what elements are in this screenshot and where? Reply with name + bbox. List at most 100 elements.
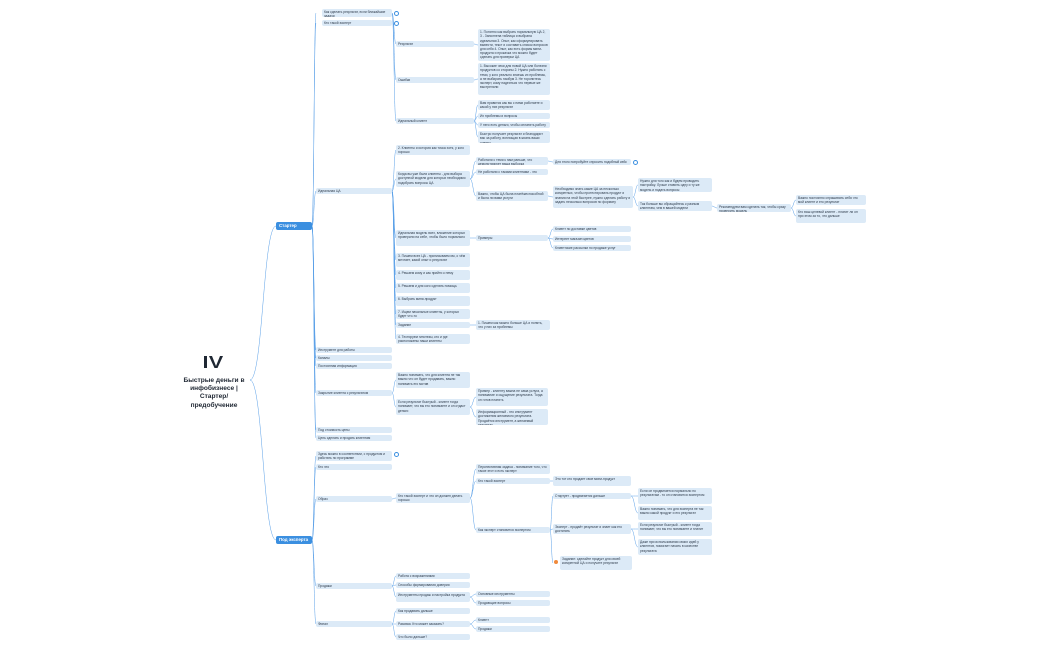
- node-recommend[interactable]: Рекомендуем вам сделать так, чтобы сразу…: [717, 204, 791, 212]
- node-other-2[interactable]: Каналы: [316, 355, 392, 361]
- node-ca-n4[interactable]: Идеальная модель всех, вложение которых …: [396, 230, 470, 246]
- node-necessary[interactable]: Необходимо знать какие ЦА за несколько к…: [553, 186, 633, 208]
- root-node[interactable]: Быстрые деньги в инфобизнесе | Стартер/ …: [178, 355, 250, 410]
- node-ideal-item-4[interactable]: Быстро получает результат и благодарит в…: [478, 131, 550, 143]
- node-errors-label[interactable]: Ошибки: [396, 77, 474, 83]
- connector: [469, 396, 477, 408]
- main-node-starter[interactable]: Стартер: [276, 222, 312, 230]
- expand-icon[interactable]: [633, 159, 638, 165]
- node-step-4[interactable]: 6. Выбрать мини-продукт: [396, 296, 470, 306]
- connector: [469, 480, 477, 499]
- expand-icon[interactable]: [394, 451, 399, 457]
- node-far-2[interactable]: Кто ваш целевой клиент - платит ли он пр…: [796, 209, 866, 223]
- node-worked-result[interactable]: Для этого попробуйте спросить подобный к…: [553, 159, 631, 165]
- connector: [630, 528, 639, 548]
- node-whois-text[interactable]: Это тот кто продает свое мини-продукт: [553, 476, 631, 486]
- node-final-2[interactable]: Разовая. Кто может заказать?: [396, 621, 470, 627]
- node-whois-label[interactable]: Кто такой эксперт: [476, 478, 550, 484]
- node-not-worked[interactable]: Не работали с такими клиентами - что неп…: [476, 169, 548, 175]
- node-example-2[interactable]: Интернет магазин цветов: [553, 236, 631, 242]
- node-final-label[interactable]: Финал: [316, 621, 392, 627]
- node-sales-2[interactable]: Способы формирования доверия: [396, 582, 470, 588]
- node-step-3[interactable]: 5. Решаем и для кого сделать помощь: [396, 283, 470, 293]
- node-who-label[interactable]: Кто такой эксперт и что он должен делать…: [396, 493, 470, 503]
- node-bottom-2[interactable]: Цель сделать и продать клиентам: [316, 435, 392, 441]
- node-result-label[interactable]: Результат: [396, 41, 474, 47]
- connector: [469, 160, 477, 180]
- node-sample-label[interactable]: Образ: [316, 496, 392, 502]
- node-must-know[interactable]: Нужно для того как и будем проводить нас…: [638, 178, 712, 192]
- node-step-2[interactable]: 4. Решаем кому и как прийти к нему: [396, 270, 470, 280]
- node-sales-1[interactable]: Работа с возражениями: [396, 573, 470, 579]
- node-ca-n2[interactable]: 2. Клиенты и история как точка хотя, у к…: [396, 145, 470, 155]
- node-sales-sub-2[interactable]: Продающие вопросы: [476, 600, 550, 606]
- node-final-sub-1[interactable]: Клиент: [476, 617, 550, 623]
- connector: [391, 190, 397, 340]
- node-ideal-item-2[interactable]: Их проблемы и вопросы: [478, 113, 550, 119]
- node-expert-side2[interactable]: Кто это: [316, 464, 392, 470]
- node-step-1[interactable]: 3. Пишем всех ЦА - прописываем им, о чём…: [396, 253, 470, 267]
- connector: [391, 178, 397, 192]
- node-info-text[interactable]: Даже при использовании своих идей у клие…: [638, 539, 712, 555]
- node-worked-with[interactable]: Работали с теми к нам раньше, что демонс…: [476, 157, 548, 165]
- node-starter-top1[interactable]: Как сделать результат, если ближайшие за…: [322, 9, 392, 17]
- connector: [391, 12, 397, 81]
- connector: [469, 468, 477, 499]
- node-deal-2b[interactable]: Информационный - это инструмент достижен…: [476, 409, 548, 425]
- node-starter-top2[interactable]: Кто такой эксперт: [322, 20, 392, 26]
- node-ideal-label[interactable]: Идеальный клиент: [396, 118, 474, 124]
- node-final-sub-2[interactable]: Продажи: [476, 626, 550, 632]
- node-how-label[interactable]: Как эксперт становится экспертом: [476, 527, 550, 533]
- node-far-1[interactable]: Важно постоянно спрашивать себя что мой …: [796, 195, 866, 205]
- connector: [311, 466, 317, 541]
- expand-icon[interactable]: [394, 10, 399, 16]
- connector: [549, 529, 554, 564]
- connector: [632, 196, 639, 207]
- node-deal-1[interactable]: Важно понимать, что для клиента не так в…: [396, 372, 470, 388]
- connector: [311, 190, 317, 227]
- node-expert-side1[interactable]: Здесь можно в соответствии, с продуктом …: [316, 451, 392, 461]
- connector: [249, 225, 277, 381]
- node-sales-label[interactable]: Продажи: [316, 583, 392, 589]
- node-sales-3[interactable]: Инструменты продаж и настройка продукта: [396, 592, 470, 602]
- node-ideal-item-1[interactable]: Вам нравится как вы с ними работаете и к…: [478, 100, 550, 110]
- main-node-expert[interactable]: Под эксперта: [276, 536, 312, 544]
- node-task-orange[interactable]: Задание: сделайте продукт для своей конк…: [560, 556, 632, 570]
- node-training-text[interactable]: Если он продвигается нормально по резуль…: [638, 488, 712, 504]
- node-also-consider[interactable]: Так больше вы обращайтесь к разным клиен…: [638, 201, 712, 211]
- node-training[interactable]: Стартует - продвигается дальше: [553, 493, 631, 499]
- node-example-label[interactable]: Примеры: [476, 235, 548, 241]
- node-ca-label[interactable]: Идеальная ЦА: [316, 188, 392, 194]
- node-know-text[interactable]: Важно понимать, что для эксперта не так …: [638, 506, 712, 520]
- node-tasks-text[interactable]: 1. Пишем как можно больше ЦА и понять, ч…: [476, 320, 550, 330]
- node-errors-text[interactable]: 1. Высокие чеки для новой ЦА или болезни…: [478, 63, 550, 95]
- node-other-1[interactable]: Инструмент для работы: [316, 347, 392, 353]
- node-result-fast[interactable]: Если результат быстрый - клиент тогда по…: [638, 522, 712, 536]
- node-step-last[interactable]: 4. Тестируем гипотезы, кто и где располо…: [396, 334, 470, 344]
- connector: [630, 495, 639, 514]
- expand-icon[interactable]: [394, 20, 399, 26]
- node-other-3[interactable]: Постоянная информация: [316, 363, 392, 369]
- node-important[interactable]: Важно, чтобы ЦА была платёжеспособной и …: [476, 191, 548, 201]
- node-step-5[interactable]: 7. Ищем начальные клиенты, у которых буд…: [396, 309, 470, 319]
- node-perspective[interactable]: Перспективная задача - понимание того, ч…: [476, 464, 550, 474]
- connector: [473, 43, 479, 46]
- root-title: Быстрые деньги в инфобизнесе | Стартер/ …: [183, 377, 245, 409]
- node-deal-label[interactable]: Закрытие клиента с результатом: [316, 390, 392, 396]
- connector: [473, 104, 479, 122]
- node-bottom-1[interactable]: Под стоимость цены: [316, 427, 392, 433]
- node-ca-n3[interactable]: Когда вы уже были клиенты - для выбора д…: [396, 171, 470, 187]
- node-final-3[interactable]: Что было дальше?: [396, 634, 470, 640]
- node-tasks-label[interactable]: Задание: [396, 322, 470, 328]
- node-result-text[interactable]: 1. Понятно как выбрать нормальную ЦА 2, …: [478, 29, 550, 61]
- node-deal-2[interactable]: Если результат быстрый - клиент тогда по…: [396, 399, 470, 415]
- node-exp-item[interactable]: Эксперт - продаёт результат и знает как …: [553, 524, 631, 534]
- node-final-1[interactable]: Как продавать дальше: [396, 608, 470, 614]
- node-example-3[interactable]: Клиентские рассылки по продаже услуг: [553, 245, 631, 251]
- node-deal-2a[interactable]: Пример - клиенту важна не сама услуга, а…: [476, 388, 548, 406]
- node-example-1[interactable]: Клиент по доставке цветов: [553, 226, 631, 232]
- node-ideal-item-3[interactable]: У него есть деньги, чтобы оплатить работ…: [478, 122, 550, 128]
- node-sales-sub-1[interactable]: Основные инструменты: [476, 591, 550, 597]
